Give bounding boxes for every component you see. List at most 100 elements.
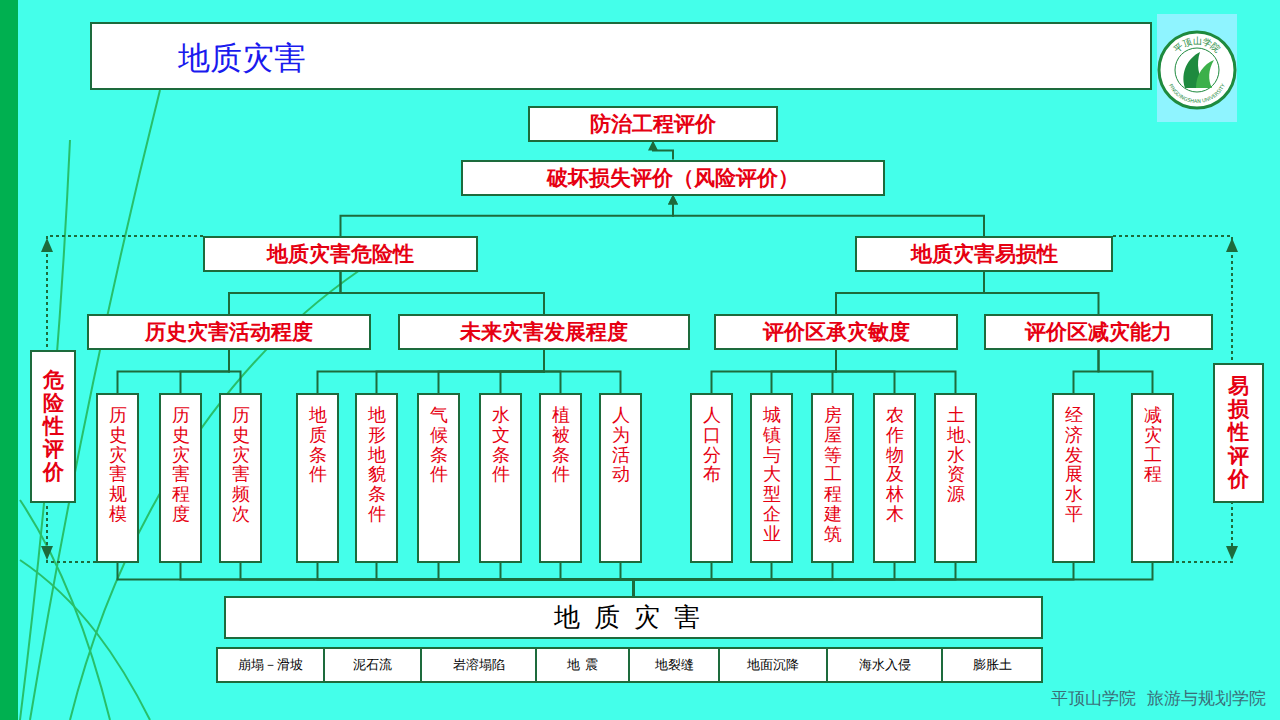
level-box: 防治工程评价 <box>528 106 778 142</box>
node-text: 水文条件 <box>492 405 510 484</box>
connector <box>439 350 545 393</box>
connector <box>544 350 621 393</box>
node-text: 土地、水资源 <box>947 405 965 504</box>
hazard-type-box: 海水入侵 <box>826 647 943 683</box>
node-text: 经济发展水平 <box>1065 405 1083 524</box>
factor-box: 人口分布 <box>690 393 733 563</box>
factor-box: 危险性评价 <box>30 350 76 503</box>
factor-box: 历史灾害规模 <box>96 393 139 563</box>
connector <box>1074 350 1099 393</box>
factor-box: 农作物及林木 <box>873 393 916 563</box>
hazard-type-box: 泥石流 <box>323 647 422 683</box>
logo-ground <box>1157 14 1237 122</box>
node-text: 岩溶塌陷 <box>453 656 505 674</box>
connector <box>341 196 674 237</box>
node-text: 防治工程评价 <box>590 110 716 138</box>
hazard-type-box: 地面沉降 <box>718 647 828 683</box>
node-text: 人口分布 <box>703 405 721 484</box>
side-bar <box>0 0 18 720</box>
hazard-type-box: 岩溶塌陷 <box>420 647 537 683</box>
node-text: 城镇与大型企业 <box>763 405 781 544</box>
node-text: 历史灾害频次 <box>232 405 250 524</box>
logo-text: 平顶山学院 <box>1172 36 1222 54</box>
connector <box>772 350 837 393</box>
logo-ring <box>1159 32 1235 108</box>
node-text: 地质灾害危险性 <box>267 240 414 268</box>
level-box: 评价区承灾敏度 <box>714 314 958 350</box>
connector <box>984 272 1099 314</box>
node-text: 历史灾害活动程度 <box>145 318 313 346</box>
connector <box>377 350 545 393</box>
connector <box>439 563 634 596</box>
connector <box>673 196 984 237</box>
node-text: 崩塌－滑坡 <box>238 656 303 674</box>
connector <box>229 350 241 393</box>
title-bar: 地质灾害 <box>90 22 1152 90</box>
level-box: 未来灾害发展程度 <box>398 314 690 350</box>
node-text: 地面沉降 <box>747 656 799 674</box>
connector <box>653 142 673 160</box>
node-text: 膨胀土 <box>973 656 1012 674</box>
connector <box>229 272 341 314</box>
connector <box>241 563 634 596</box>
factor-box: 房屋等工程建筑 <box>811 393 854 563</box>
node-text: 破坏损失评价（风险评价） <box>547 164 799 192</box>
level-box: 评价区减灾能力 <box>984 314 1213 350</box>
connector <box>501 563 634 596</box>
node-text: 地裂缝 <box>655 656 694 674</box>
root-box: 地质灾害 <box>224 596 1043 639</box>
node-text: 地形地貌条件 <box>368 405 386 524</box>
hazard-type-box: 地裂缝 <box>628 647 720 683</box>
level-box: 地质灾害危险性 <box>203 236 478 272</box>
connector <box>181 563 634 596</box>
connector <box>341 272 545 314</box>
connector <box>118 350 230 393</box>
factor-box: 人为活动 <box>599 393 642 563</box>
connector <box>634 563 1153 596</box>
connector <box>318 350 545 393</box>
node-text: 农作物及林木 <box>886 405 904 524</box>
node-text: 地 震 <box>567 656 597 674</box>
node-text: 植被条件 <box>552 405 570 484</box>
node-text: 评价区承灾敏度 <box>763 318 910 346</box>
node-text: 海水入侵 <box>859 656 911 674</box>
factor-box: 减灾工程 <box>1131 393 1174 563</box>
connector <box>377 563 634 596</box>
connector <box>621 563 634 596</box>
connector <box>318 563 634 596</box>
factor-box: 水文条件 <box>479 393 522 563</box>
node-text: 地质灾害 <box>554 600 714 635</box>
node-text: 未来灾害发展程度 <box>460 318 628 346</box>
level-box: 历史灾害活动程度 <box>87 314 371 350</box>
hazard-type-box: 地 震 <box>535 647 630 683</box>
connector <box>712 350 837 393</box>
factor-box: 城镇与大型企业 <box>750 393 793 563</box>
factor-box: 地质条件 <box>296 393 339 563</box>
logo-inner <box>1175 48 1219 92</box>
level-box: 地质灾害易损性 <box>855 236 1113 272</box>
connector <box>836 350 956 393</box>
factor-box: 易损性评价 <box>1213 363 1264 503</box>
logo-text: 平顶山学院 <box>1172 36 1222 54</box>
node-text: 泥石流 <box>353 656 392 674</box>
node-text: 减灾工程 <box>1144 405 1162 484</box>
node-text: 气候条件 <box>430 405 448 484</box>
node-text: 房屋等工程建筑 <box>824 405 842 544</box>
footer-note: 平顶山学院 旅游与规划学院 <box>1051 687 1266 710</box>
factor-box: 气候条件 <box>417 393 460 563</box>
factor-box: 历史灾害程度 <box>159 393 202 563</box>
connector <box>501 350 545 393</box>
connector <box>1099 350 1153 393</box>
factor-box: 历史灾害频次 <box>219 393 262 563</box>
node-text: 历史灾害程度 <box>172 405 190 524</box>
factor-box: 土地、水资源 <box>934 393 977 563</box>
page-title: 地质灾害 <box>178 37 306 81</box>
factor-box: 经济发展水平 <box>1052 393 1095 563</box>
node-text: 地质条件 <box>309 405 327 484</box>
connector <box>118 563 634 596</box>
node-text: 危险性评价 <box>43 369 64 484</box>
node-text: 易损性评价 <box>1228 375 1249 490</box>
factor-box: 地形地貌条件 <box>355 393 398 563</box>
connector <box>836 272 984 314</box>
